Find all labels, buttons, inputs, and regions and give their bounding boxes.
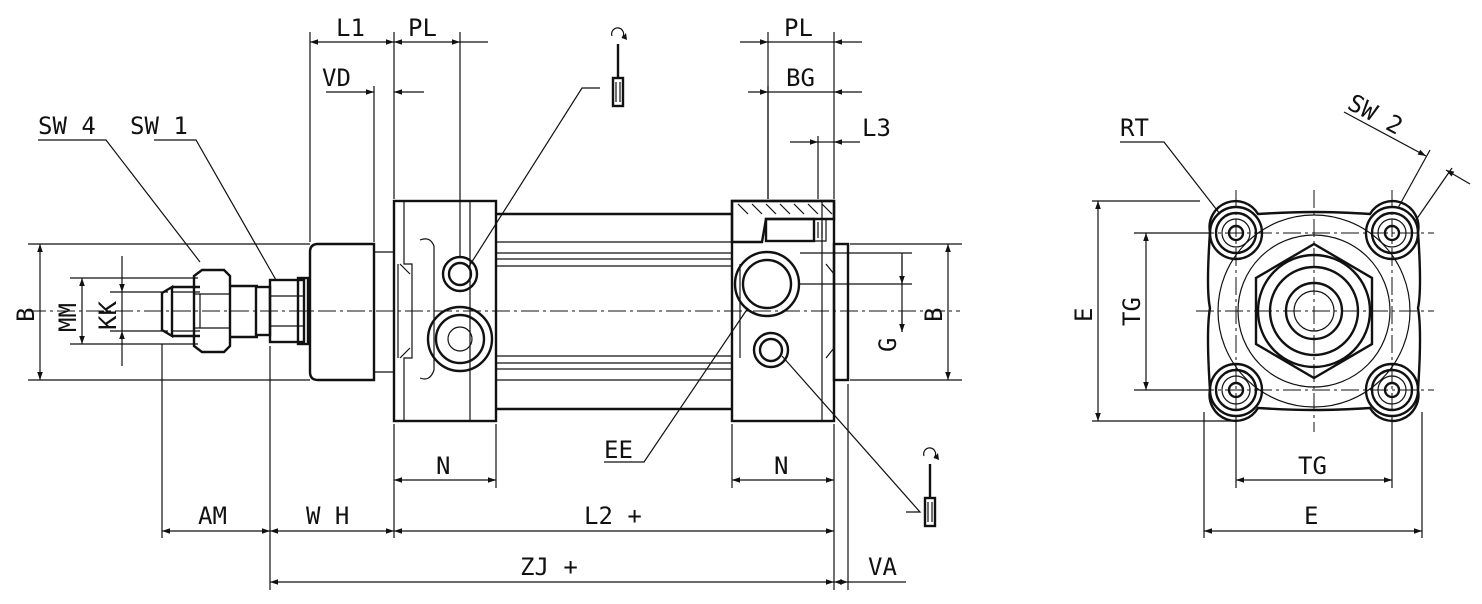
label-mm: MM (54, 303, 82, 332)
label-tg-horizontal: TG (1298, 452, 1327, 480)
tie-rod-top-right (1364, 205, 1420, 261)
label-e-horizontal: E (1304, 502, 1318, 530)
front-cap (392, 199, 498, 423)
label-bg: BG (786, 64, 815, 92)
label-e-vertical: E (1070, 308, 1098, 322)
label-l3: L3 (862, 114, 891, 142)
cylinder-barrel (496, 212, 732, 411)
label-kk: KK (94, 301, 122, 330)
label-rt: RT (1120, 114, 1149, 142)
label-zj: ZJ + (520, 553, 578, 581)
label-va: VA (868, 553, 897, 581)
label-pl-rear: PL (784, 14, 813, 42)
label-tg-vertical: TG (1118, 297, 1146, 326)
label-sw1: SW 1 (130, 112, 188, 140)
label-wh: W H (306, 502, 349, 530)
label-l2: L2 + (584, 502, 642, 530)
label-sw2: SW 2 (1343, 89, 1407, 141)
rod-thread (160, 284, 200, 339)
label-sw4: SW 4 (38, 112, 96, 140)
label-vd: VD (322, 64, 351, 92)
label-l1: L1 (336, 14, 365, 42)
label-n-front: N (436, 452, 450, 480)
end-view: RT SW 2 E TG TG E (1070, 89, 1471, 538)
rear-cap (730, 199, 850, 423)
label-pl-front: PL (408, 14, 437, 42)
label-am: AM (198, 502, 227, 530)
label-b-right: B (920, 308, 948, 322)
end-hex-nut (1254, 242, 1374, 380)
piston-rod (268, 276, 310, 346)
label-b-left: B (12, 308, 40, 322)
label-n-rear: N (774, 452, 788, 480)
side-extension-lines (28, 32, 962, 590)
screwdriver-icon (923, 447, 939, 528)
side-view: L1 PL VD PL BG L3 SW 4 SW 1 B MM KK G B … (12, 14, 962, 590)
tie-rod-bottom-right (1364, 362, 1420, 418)
side-dimension-lines (37, 39, 951, 585)
screwdriver-icon (611, 27, 627, 108)
lock-nut (192, 268, 232, 354)
front-nose (308, 242, 394, 382)
label-g: G (874, 338, 902, 352)
side-leader-lines (38, 87, 922, 513)
label-ee: EE (604, 436, 633, 464)
